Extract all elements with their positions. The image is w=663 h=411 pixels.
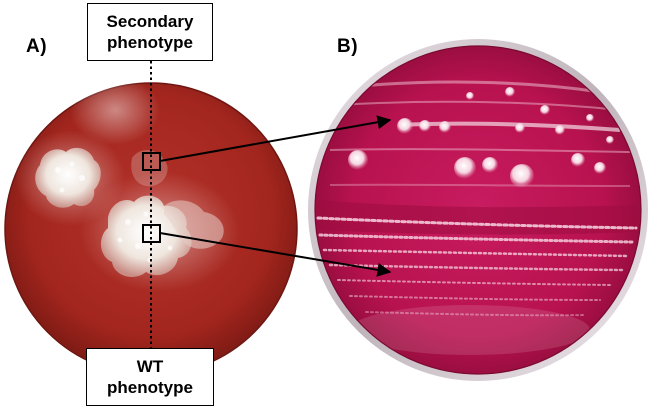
lower-streaks: [316, 216, 638, 317]
colony-secondary-top: [131, 149, 168, 187]
secondary-colonies: [348, 87, 614, 188]
callout-wt-line1: WT: [136, 357, 164, 376]
arrow-wt: [159, 232, 392, 277]
callout-secondary-line1: Secondary: [106, 12, 194, 31]
colony-left: [35, 147, 101, 208]
panel-label-b: B): [337, 36, 359, 57]
plate-b: [308, 39, 648, 381]
plate-glare: [350, 305, 590, 355]
colony-texture: [55, 161, 173, 263]
callout-secondary-phenotype: Secondary phenotype: [87, 3, 213, 61]
colony-secondary-spread: [164, 200, 224, 249]
callout-secondary-line2: phenotype: [107, 33, 193, 52]
plate-a: [4, 61, 298, 376]
colony-halo: [70, 75, 160, 145]
sample-box-secondary: [142, 152, 161, 171]
arrow-secondary: [159, 115, 392, 162]
panel-label-a: A): [26, 36, 48, 57]
upper-streaks: [329, 80, 631, 187]
callout-wt-line2: phenotype: [107, 378, 193, 397]
callout-wt-phenotype: WT phenotype: [86, 348, 214, 406]
plate-b-edge: [314, 45, 642, 375]
